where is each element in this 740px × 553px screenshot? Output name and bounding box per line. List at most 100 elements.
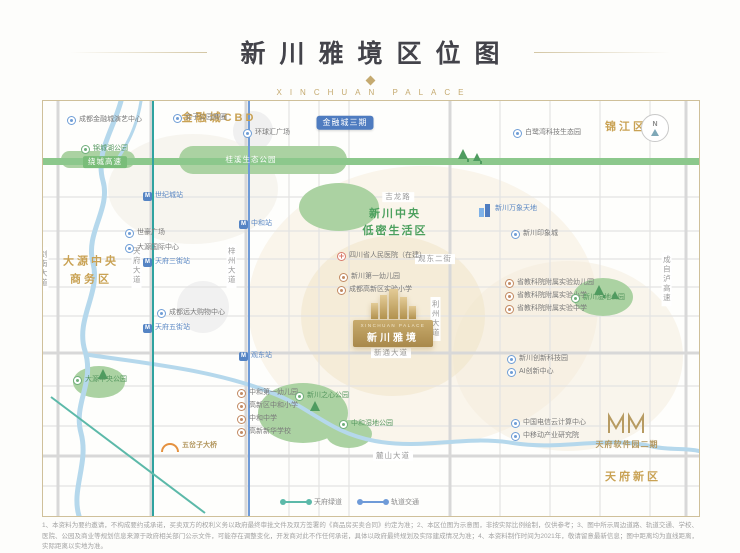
map-label-text: 高新区中和小学 xyxy=(249,402,298,409)
road-v-label: 天府大道 xyxy=(131,244,171,288)
school-marker-icon xyxy=(505,304,514,314)
school-marker-icon xyxy=(337,285,346,295)
map-label-text: 天府软件园二期 xyxy=(595,439,659,449)
commercial-marker-icon xyxy=(511,431,520,441)
map-label-text: 省教科院附属实验幼儿园 xyxy=(517,279,594,286)
school-label: 中和第一幼儿园 xyxy=(237,388,298,398)
bldg-label: 新川万象天地 xyxy=(479,204,537,218)
map-label-text: 锦城湖公园 xyxy=(93,145,128,152)
map-label-text: 天府三街站 xyxy=(155,258,190,265)
page-header: 新川雅境区位图 XINCHUAN PALACE xyxy=(0,0,740,97)
disclaimer-text: 1、本资料为要约邀请，不构成要约或承诺，买卖双方的权利义务以政府最终审批文件及双… xyxy=(42,522,698,551)
metro-marker-icon: M xyxy=(239,219,248,229)
commercial-marker-icon xyxy=(173,113,182,123)
gold-label-label: 天府软件园二期 xyxy=(596,440,659,450)
road-v-label: 成自泸高速 xyxy=(661,252,699,306)
district-label: 天府新区 xyxy=(605,469,661,487)
road-h-label: 观东二街 xyxy=(415,254,455,264)
bridge-icon xyxy=(161,443,179,452)
map-label-text: 天府五街站 xyxy=(155,324,190,331)
park-marker-icon xyxy=(339,419,348,429)
map-label-text: 世豪广场 xyxy=(137,229,165,236)
district-label: 金融城CBD xyxy=(182,110,257,128)
map-label-text: 中和站 xyxy=(251,220,272,227)
road-h-label: 新通大道 xyxy=(371,348,411,358)
commercial-marker-icon xyxy=(507,367,516,377)
legend-label: 轨道交通 xyxy=(391,499,419,506)
school-marker-icon xyxy=(237,401,246,411)
school-label: 中和中学 xyxy=(237,414,277,424)
school-label: 省教科院附属实验中学 xyxy=(505,304,587,314)
district-label: 锦江区 xyxy=(605,119,647,137)
map-label-text: 四川省人民医院（在建） xyxy=(349,252,426,259)
map-label-text: 成自泸高速 xyxy=(661,252,672,306)
legend-item: 轨道交通 xyxy=(357,497,419,507)
commercial-label: 中国电信云计算中心 xyxy=(511,418,586,428)
commercial-label: AI创新中心 xyxy=(507,367,554,377)
legend-item: 天府绿道 xyxy=(280,497,342,507)
map-label-text: 交子公园商圈 xyxy=(185,114,227,121)
commercial-marker-icon xyxy=(507,354,516,364)
page-title: 新川雅境区位图 xyxy=(240,41,514,68)
legend-swatch-metro xyxy=(357,499,389,505)
map-label-text: 金融城CBD xyxy=(181,112,257,125)
school-label: 省教科院附属实验幼儿园 xyxy=(505,278,594,288)
zone-label: 新川中央 低密生活区 xyxy=(363,206,428,240)
map-label-text: 剑南大道 xyxy=(43,247,49,291)
metro-marker-icon: M xyxy=(143,191,152,201)
park-marker-icon xyxy=(81,144,90,154)
commercial-marker-icon xyxy=(157,308,166,318)
commercial-marker-icon xyxy=(125,228,134,238)
map-label-text: 天府新区 xyxy=(605,471,661,484)
map-label-text: 中和中学 xyxy=(249,415,277,422)
road-v-label: 利州大道 xyxy=(430,297,470,341)
badge-label: 金融城三期 xyxy=(316,115,374,131)
park-label: 锦城湖公园 xyxy=(81,144,128,154)
map-label-text: 观东站 xyxy=(251,352,272,359)
title-ornament-icon xyxy=(365,75,375,86)
park-marker-icon xyxy=(73,375,82,385)
commercial-label: 世豪广场 xyxy=(125,228,165,238)
park-label: 大源中央公园 xyxy=(73,375,127,385)
map-label-text: 环球汇广场 xyxy=(255,129,290,136)
school-marker-icon xyxy=(237,427,246,437)
hwy-label: 绕城高速 xyxy=(83,156,127,168)
compass-letter: N xyxy=(652,120,658,128)
school-label: 新川第一幼儿园 xyxy=(339,272,400,282)
commercial-label: 新川创新科技园 xyxy=(507,354,568,364)
map-label-text: 绕城高速 xyxy=(83,156,127,168)
building-icon xyxy=(479,204,492,218)
title-divider-left xyxy=(70,51,207,53)
map-label-text: 吉龙路 xyxy=(382,192,414,202)
park-marker-icon xyxy=(571,293,580,303)
park-label: 新川之心公园 xyxy=(295,391,349,401)
project-name-en: XINCHUAN PALACE xyxy=(360,323,426,328)
map-label-text: AI创新中心 xyxy=(519,368,554,375)
map-label-text: 新川创新科技园 xyxy=(519,355,568,362)
map-label-text: 中国电信云计算中心 xyxy=(523,419,586,426)
map-label-text: 中移动产业研究院 xyxy=(523,432,579,439)
map-label-text: 成都高新区实验小学 xyxy=(349,286,412,293)
project-nameplate: XINCHUAN PALACE 新川雅境 xyxy=(352,320,434,347)
map-label-text: 桂溪生态公园 xyxy=(225,155,277,165)
map-label-text: 中和湿地公园 xyxy=(351,420,393,427)
map-label-text: 成都远大购物中心 xyxy=(169,309,225,316)
road-h-label: 麓山大道 xyxy=(373,451,413,461)
compass: N xyxy=(641,114,669,142)
commercial-label: 环球汇广场 xyxy=(243,128,290,138)
map-label-text: 新川中央 低密生活区 xyxy=(362,207,428,237)
commercial-marker-icon xyxy=(511,418,520,428)
map-label-text: 世纪城站 xyxy=(155,192,183,199)
map-label-text: 新通大道 xyxy=(371,348,411,358)
project-name-cn: 新川雅境 xyxy=(367,333,419,344)
park-label: 新川湿地公园 xyxy=(571,293,625,303)
school-marker-icon xyxy=(237,388,246,398)
school-marker-icon xyxy=(505,291,514,301)
commercial-label: 成都金融城演艺中心 xyxy=(67,115,142,125)
commercial-label: 成都远大购物中心 xyxy=(157,308,225,318)
legend-label: 天府绿道 xyxy=(314,499,342,506)
map-label-text: 新川印象城 xyxy=(523,230,558,237)
